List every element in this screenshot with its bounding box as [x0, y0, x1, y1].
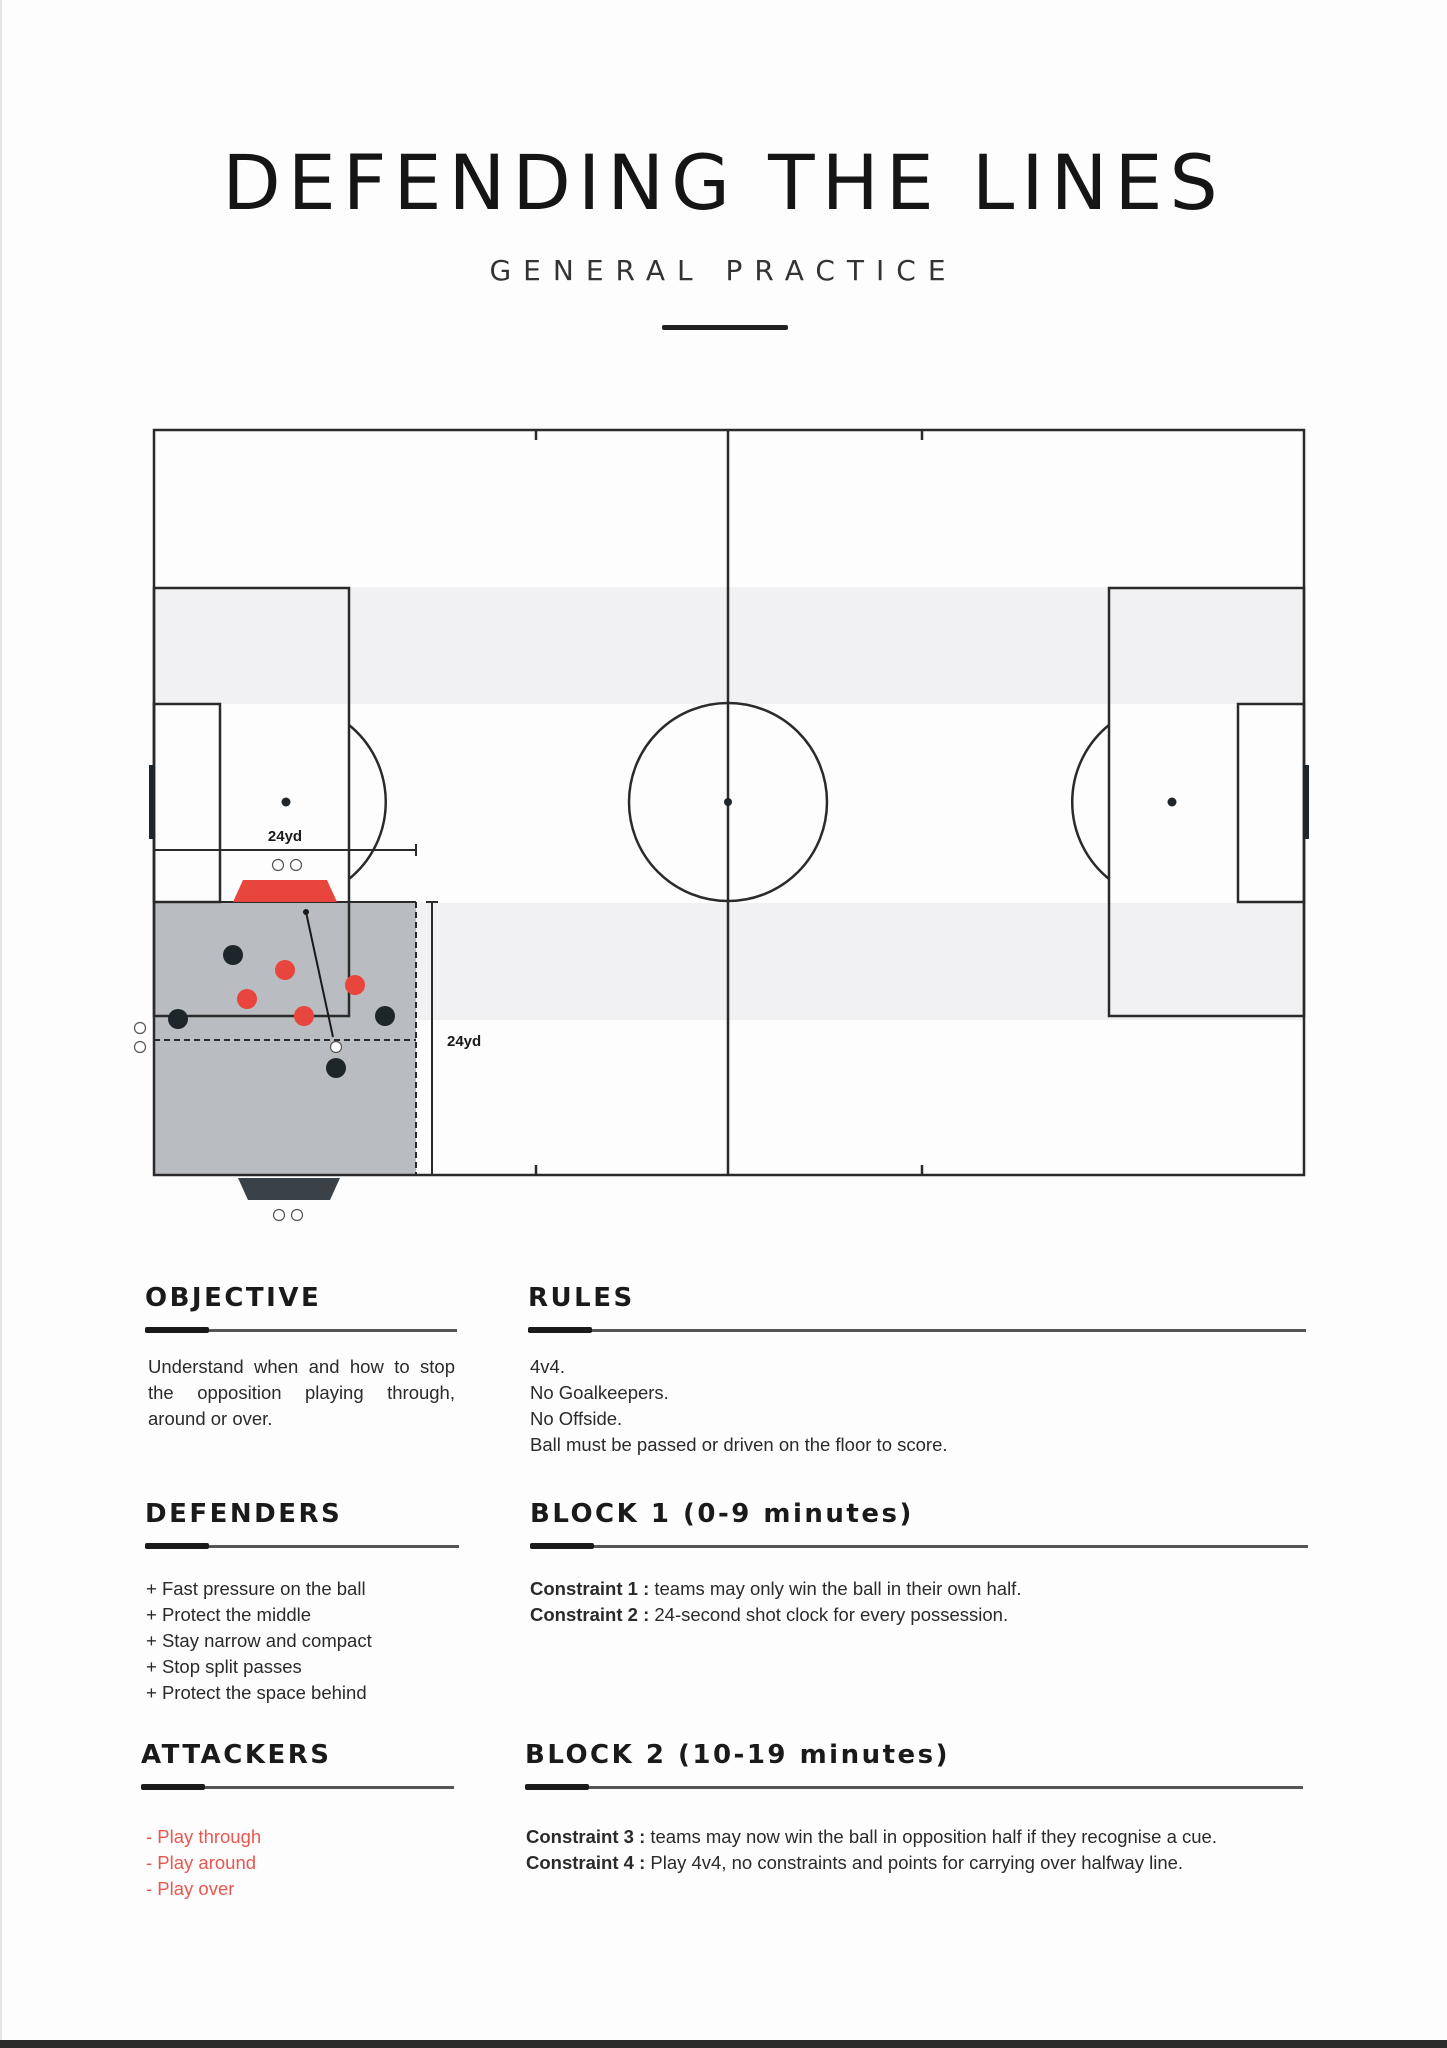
block2-constraints: Constraint 3 : teams may now win the bal… [526, 1824, 1316, 1876]
rule-item: 4v4. [530, 1356, 565, 1377]
bottom-bar [0, 2040, 1447, 2048]
block1-rule [530, 1543, 1308, 1549]
centre-spot [724, 798, 732, 806]
attacker-item: - Play through [146, 1826, 262, 1847]
constraint-row: Constraint 2 : 24-second shot clock for … [530, 1602, 1300, 1628]
block1-heading: BLOCK 1 (0-9 minutes) [530, 1499, 914, 1529]
pitch-diagram: 24yd 24yd [133, 428, 1309, 1222]
constraint-text: teams may only win the ball in their own… [649, 1578, 1022, 1599]
ball-icon [133, 1040, 147, 1054]
defender-item: + Protect the middle [146, 1604, 312, 1625]
attackers-list: - Play through - Play around - Play over [146, 1824, 456, 1902]
objective-text: Understand when and how to stop the oppo… [148, 1356, 455, 1429]
left-six-yard-box [152, 702, 222, 904]
dark-player [168, 1009, 188, 1029]
objective-rule [145, 1327, 457, 1333]
constraint-text: Play 4v4, no constraints and points for … [645, 1852, 1184, 1873]
right-penalty-arc [1070, 724, 1110, 880]
block2-rule [525, 1784, 1303, 1790]
red-player [345, 975, 365, 995]
objective-heading: OBJECTIVE [145, 1283, 322, 1313]
pass-arrow [305, 911, 334, 1038]
dark-player [223, 945, 243, 965]
ball-icon [289, 858, 303, 872]
ball-icon [272, 1208, 286, 1222]
ball-icon [133, 1021, 147, 1035]
dark-mini-goal [238, 1178, 340, 1200]
constraint-row: Constraint 3 : teams may now win the bal… [526, 1824, 1316, 1850]
defender-item: + Protect the space behind [146, 1682, 367, 1703]
left-penalty-spot [281, 797, 291, 807]
left-penalty-arc [348, 724, 388, 880]
constraint-label: Constraint 1 : [530, 1578, 650, 1599]
red-player [237, 989, 257, 1009]
rule-item: No Offside. [530, 1408, 623, 1429]
attackers-rule [141, 1784, 454, 1790]
defenders-list: + Fast pressure on the ball + Protect th… [146, 1576, 456, 1706]
rule-item: No Goalkeepers. [530, 1382, 669, 1403]
constraint-label: Constraint 4 : [526, 1852, 646, 1873]
ball-icons [133, 858, 343, 1222]
constraint-row: Constraint 4 : Play 4v4, no constraints … [526, 1850, 1316, 1876]
rules-rule [528, 1327, 1306, 1333]
attacker-item: - Play around [146, 1852, 257, 1873]
centre-circle [627, 701, 829, 903]
constraint-label: Constraint 3 : [526, 1826, 646, 1847]
page-title: DEFENDING THE LINES [222, 138, 1225, 227]
defender-item: + Stay narrow and compact [146, 1630, 372, 1651]
constraint-row: Constraint 1 : teams may only win the ba… [530, 1576, 1300, 1602]
defenders-rule [145, 1543, 459, 1549]
page-subtitle: GENERAL PRACTICE [489, 254, 958, 287]
red-player [294, 1006, 314, 1026]
rules-list: 4v4. No Goalkeepers. No Offside. Ball mu… [530, 1354, 1300, 1458]
rules-heading: RULES [528, 1283, 635, 1313]
block1-constraints: Constraint 1 : teams may only win the ba… [530, 1576, 1300, 1628]
right-goal [1303, 765, 1309, 839]
dark-player [326, 1058, 346, 1078]
defender-item: + Fast pressure on the ball [146, 1578, 366, 1599]
ball-icon [329, 1040, 343, 1054]
attacker-item: - Play over [146, 1878, 235, 1899]
defenders-heading: DEFENDERS [145, 1499, 343, 1529]
red-team [237, 960, 365, 1026]
rule-item: Ball must be passed or driven on the flo… [530, 1434, 948, 1455]
dark-team [168, 945, 395, 1078]
block2-heading: BLOCK 2 (10-19 minutes) [525, 1740, 951, 1770]
ball-icon [271, 858, 285, 872]
practice-zone [154, 902, 416, 1175]
left-goal [149, 765, 155, 839]
pass-start [303, 909, 309, 915]
defender-item: + Stop split passes [146, 1656, 302, 1677]
constraint-text: 24-second shot clock for every possessio… [649, 1604, 1009, 1625]
measure-top-label: 24yd [268, 828, 302, 845]
red-player [275, 960, 295, 980]
constraint-label: Constraint 2 : [530, 1604, 650, 1625]
right-six-yard-box [1236, 702, 1306, 904]
measure-side-label: 24yd [447, 1033, 481, 1050]
attackers-heading: ATTACKERS [141, 1740, 332, 1770]
dark-player [375, 1006, 395, 1026]
red-mini-goal [233, 880, 337, 902]
constraint-text: teams may now win the ball in opposition… [645, 1826, 1217, 1847]
title-divider [662, 325, 788, 330]
page-edge [0, 0, 2, 2048]
ball-icon [290, 1208, 304, 1222]
measure-lines [154, 844, 438, 1175]
right-penalty-spot [1167, 797, 1177, 807]
